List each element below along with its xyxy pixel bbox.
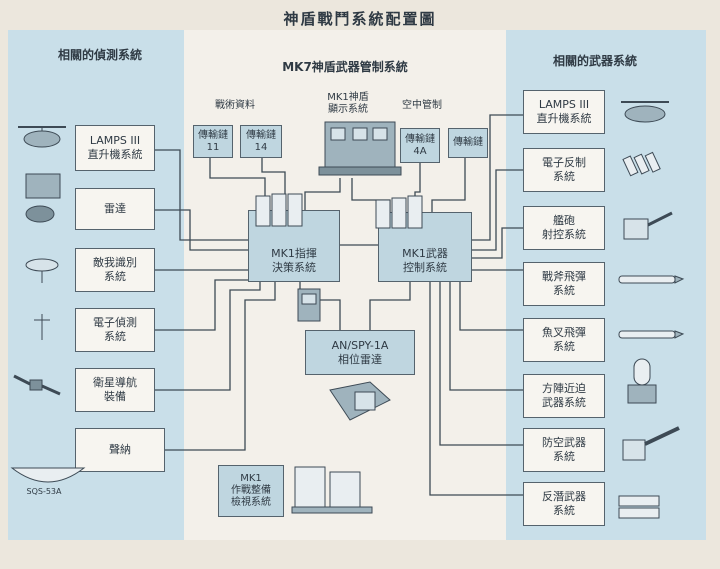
page-title: 神盾戰鬥系統配置圖 (283, 10, 437, 28)
esm-antenna-icon (34, 314, 50, 340)
satnav-box: 衛星導航 裝備 (75, 368, 155, 412)
spy1a-radar-box: AN/SPY-1A 相位雷達 (305, 330, 415, 375)
aegis-display-icon (318, 121, 402, 176)
link-4a-box: 傳輸鏈 4A (400, 128, 440, 163)
tomahawk-missile-icon (618, 275, 685, 284)
left-lamps-box: LAMPS III 直升機系統 (75, 125, 155, 171)
iff-antenna-icon (25, 258, 59, 283)
ecm-box: 電子反制 系統 (523, 148, 605, 192)
ciws-box: 方陣近迫 武器系統 (523, 374, 605, 418)
harpoon-box: 魚叉飛彈 系統 (523, 318, 605, 362)
radar-array-icon (329, 381, 391, 421)
control-section-label: MK7神盾武器管制系統 (282, 60, 408, 74)
control-panel (184, 30, 506, 540)
aaw-box: 防空武器 系統 (523, 428, 605, 472)
sonar-dome-icon (10, 467, 86, 483)
gun-fcs-box: 艦砲 射控系統 (523, 206, 605, 250)
naval-gun-icon (623, 211, 673, 240)
link-14-box: 傳輸鏈 14 (240, 125, 282, 158)
asw-launcher-icon (618, 495, 660, 519)
lamps-helicopter-icon (621, 101, 669, 123)
harpoon-missile-icon (618, 330, 685, 339)
ciws-icon (627, 358, 657, 404)
radar-box: 雷達 (75, 188, 155, 230)
satellite-icon (13, 374, 61, 396)
command-decision-label: MK1指揮 決策系統 (271, 247, 317, 274)
iff-box: 敵我識別 系統 (75, 248, 155, 292)
tactical-data-label: 戰術資料 (215, 100, 255, 111)
link-11-box: 傳輸鏈 11 (193, 125, 233, 158)
weapons-control-label: MK1武器 控制系統 (402, 247, 448, 274)
readiness-console-icon (291, 466, 373, 514)
asw-box: 反潛武器 系統 (523, 482, 605, 526)
air-control-label: 空中管制 (402, 100, 442, 111)
detection-section-label: 相關的偵測系統 (57, 48, 142, 62)
esm-box: 電子偵測 系統 (75, 308, 155, 352)
ecm-launcher-icon (622, 151, 661, 177)
sonar-model-tag: SQS-53A (26, 487, 62, 496)
helicopter-icon (18, 126, 66, 148)
aaw-launcher-icon (622, 426, 680, 461)
radar-console-icon (297, 288, 321, 322)
sonar-box: 聲納 (75, 428, 165, 472)
aegis-display-label: MK1神盾 顯示系統 (327, 92, 369, 115)
command-console-icon (255, 193, 303, 227)
readiness-box: MK1 作戰整備 檢視系統 (218, 465, 284, 517)
radar-antenna-icon (25, 173, 61, 223)
right-lamps-box: LAMPS III 直升機系統 (523, 90, 605, 134)
link-other-box: 傳輸鏈 (448, 128, 488, 158)
weapons-console-icon (375, 195, 423, 229)
tomahawk-box: 戰斧飛彈 系統 (523, 262, 605, 306)
weapons-section-label: 相關的武器系統 (552, 54, 637, 68)
